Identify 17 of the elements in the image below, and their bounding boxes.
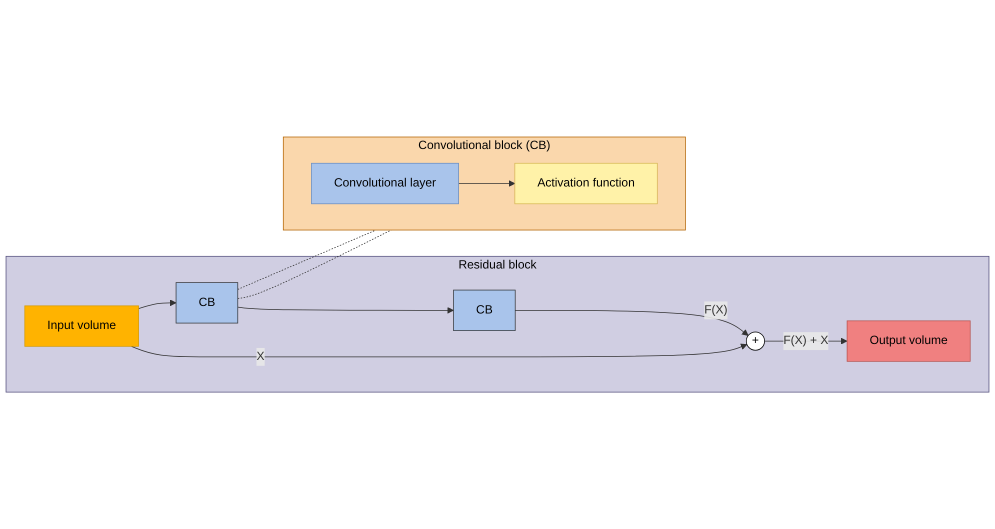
arrow [514, 310, 749, 336]
arrow [458, 180, 516, 187]
node-box: Activation function [514, 162, 658, 204]
edge-label: F(X) + X [783, 334, 828, 348]
node-box: CB [176, 282, 238, 324]
arrow [237, 306, 454, 314]
edge-label: X [256, 350, 265, 363]
arrow [138, 299, 176, 309]
node-box: Input volume [24, 305, 139, 347]
connector [237, 230, 392, 299]
connector [237, 230, 376, 290]
node-box: Output volume [846, 320, 971, 362]
node-box: CB [453, 290, 516, 331]
arrow [131, 344, 748, 358]
node-box: Convolutional layer [311, 162, 459, 204]
node-circle: + [746, 332, 765, 351]
edge-label: F(X) [704, 304, 728, 316]
